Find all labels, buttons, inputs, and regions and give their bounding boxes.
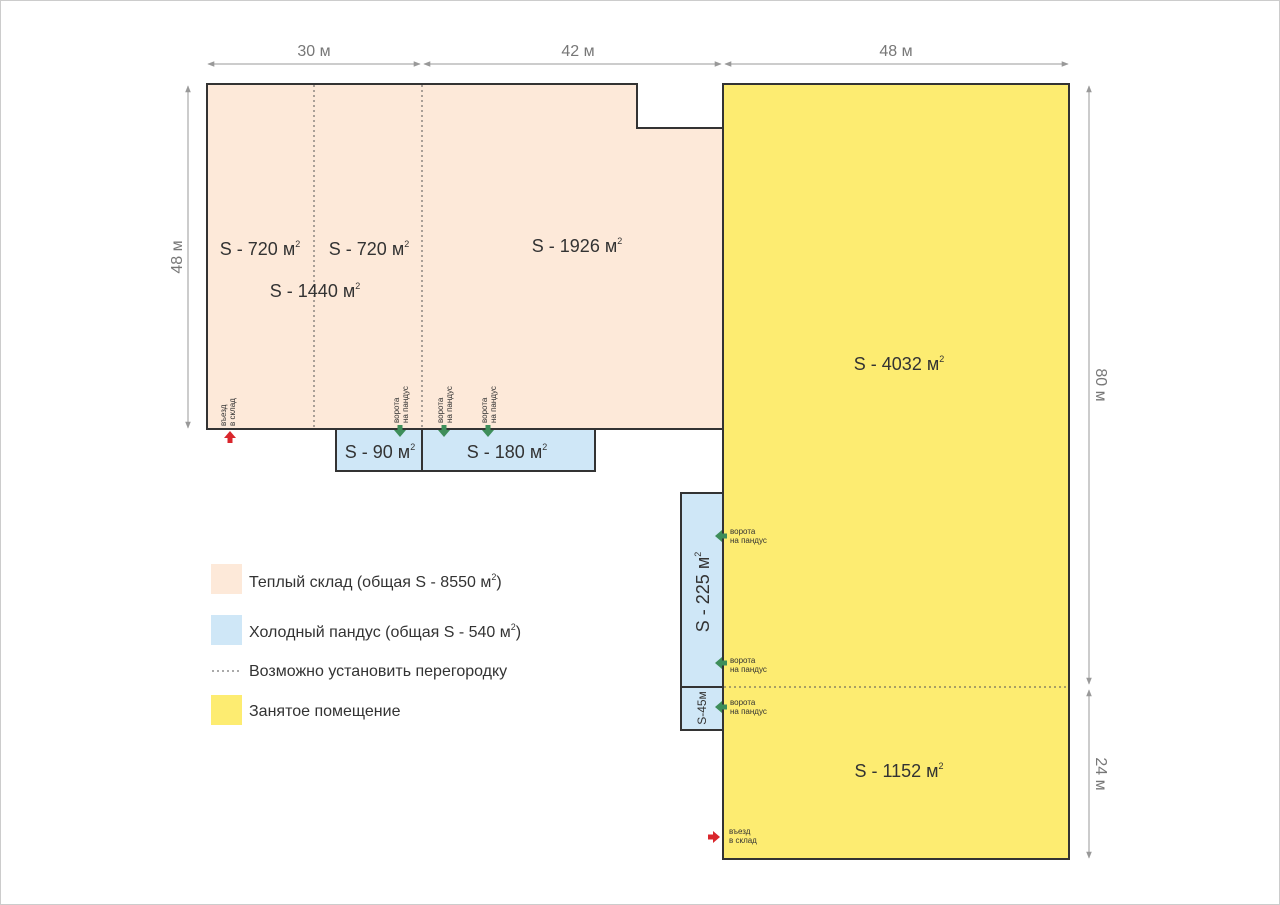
legend-label-partition: Возможно установить перегородку bbox=[249, 663, 507, 680]
cold-ramp-45 bbox=[680, 686, 724, 731]
legend-swatch-warm bbox=[211, 564, 242, 594]
red-arrow-up-icon bbox=[224, 431, 236, 443]
area-label-720-left: S - 720 м2 bbox=[220, 239, 300, 259]
area-label-45: S-45м bbox=[695, 691, 709, 725]
green-arrow-down-icon bbox=[438, 425, 450, 437]
gate-marker-2: воротана пандус bbox=[436, 386, 454, 437]
area-label-225: S - 225 м2 bbox=[693, 552, 713, 632]
area-label-720-right: S - 720 м2 bbox=[329, 239, 409, 259]
gate-label-5: ворота bbox=[730, 656, 756, 665]
green-arrow-down-icon bbox=[394, 425, 406, 437]
entry-label-bottom: въезд bbox=[729, 827, 751, 836]
legend-label-cold: Холодный пандус (общая S - 540 м2) bbox=[249, 622, 521, 641]
dim-label-right-upper: 80 м bbox=[1092, 368, 1109, 401]
legend-swatch-occupied bbox=[211, 695, 242, 725]
gate-label-6b: на пандус bbox=[730, 707, 767, 716]
entry-marker-bottom: въезд в склад bbox=[708, 827, 757, 845]
gate-marker-1: воротана пандус bbox=[392, 386, 410, 437]
cold-ramp-225 bbox=[680, 492, 724, 688]
gate-label-3: воротана пандус bbox=[480, 386, 498, 423]
gate-marker-6: ворота на пандус bbox=[715, 698, 767, 716]
dim-label-right-lower: 24 м bbox=[1092, 757, 1109, 790]
entry-marker-left: въездв склад bbox=[219, 398, 237, 443]
dim-label-top-mid: 42 м bbox=[561, 43, 594, 60]
legend: Теплый склад (общая S - 8550 м2) Холодны… bbox=[211, 564, 521, 725]
dim-label-top-left: 30 м bbox=[297, 43, 330, 60]
gate-label-2: воротана пандус bbox=[436, 386, 454, 423]
entry-label-left: въездв склад bbox=[219, 398, 237, 426]
gate-label-4b: на пандус bbox=[730, 536, 767, 545]
dim-label-top-right: 48 м bbox=[879, 43, 912, 60]
gate-marker-4: ворота на пандус bbox=[715, 527, 767, 545]
gate-label-4: ворота bbox=[730, 527, 756, 536]
cold-ramp-180 bbox=[421, 428, 596, 472]
area-label-4032: S - 4032 м2 bbox=[854, 354, 944, 374]
gate-label-1: воротана пандус bbox=[392, 386, 410, 423]
gate-label-5b: на пандус bbox=[730, 665, 767, 674]
legend-label-warm: Теплый склад (общая S - 8550 м2) bbox=[249, 572, 502, 591]
area-label-90: S - 90 м2 bbox=[345, 442, 415, 462]
gate-marker-5: ворота на пандус bbox=[715, 656, 767, 674]
green-arrow-left-icon bbox=[715, 701, 727, 713]
area-label-180: S - 180 м2 bbox=[467, 442, 547, 462]
gate-marker-3: воротана пандус bbox=[480, 386, 498, 437]
legend-label-occupied: Занятое помещение bbox=[249, 703, 401, 720]
area-label-1152: S - 1152 м2 bbox=[854, 761, 943, 781]
green-arrow-left-icon bbox=[715, 530, 727, 542]
legend-swatch-cold bbox=[211, 615, 242, 645]
dim-label-left: 48 м bbox=[169, 240, 186, 273]
occupied-zone bbox=[722, 83, 1070, 860]
area-label-1440: S - 1440 м2 bbox=[270, 281, 360, 301]
gate-label-6: ворота bbox=[730, 698, 756, 707]
green-arrow-down-icon bbox=[482, 425, 494, 437]
cold-ramp-90 bbox=[335, 428, 423, 472]
red-arrow-right-icon bbox=[708, 831, 720, 843]
area-label-1926: S - 1926 м2 bbox=[532, 236, 622, 256]
green-arrow-left-icon bbox=[715, 657, 727, 669]
entry-label-bottom-2: в склад bbox=[729, 836, 757, 845]
